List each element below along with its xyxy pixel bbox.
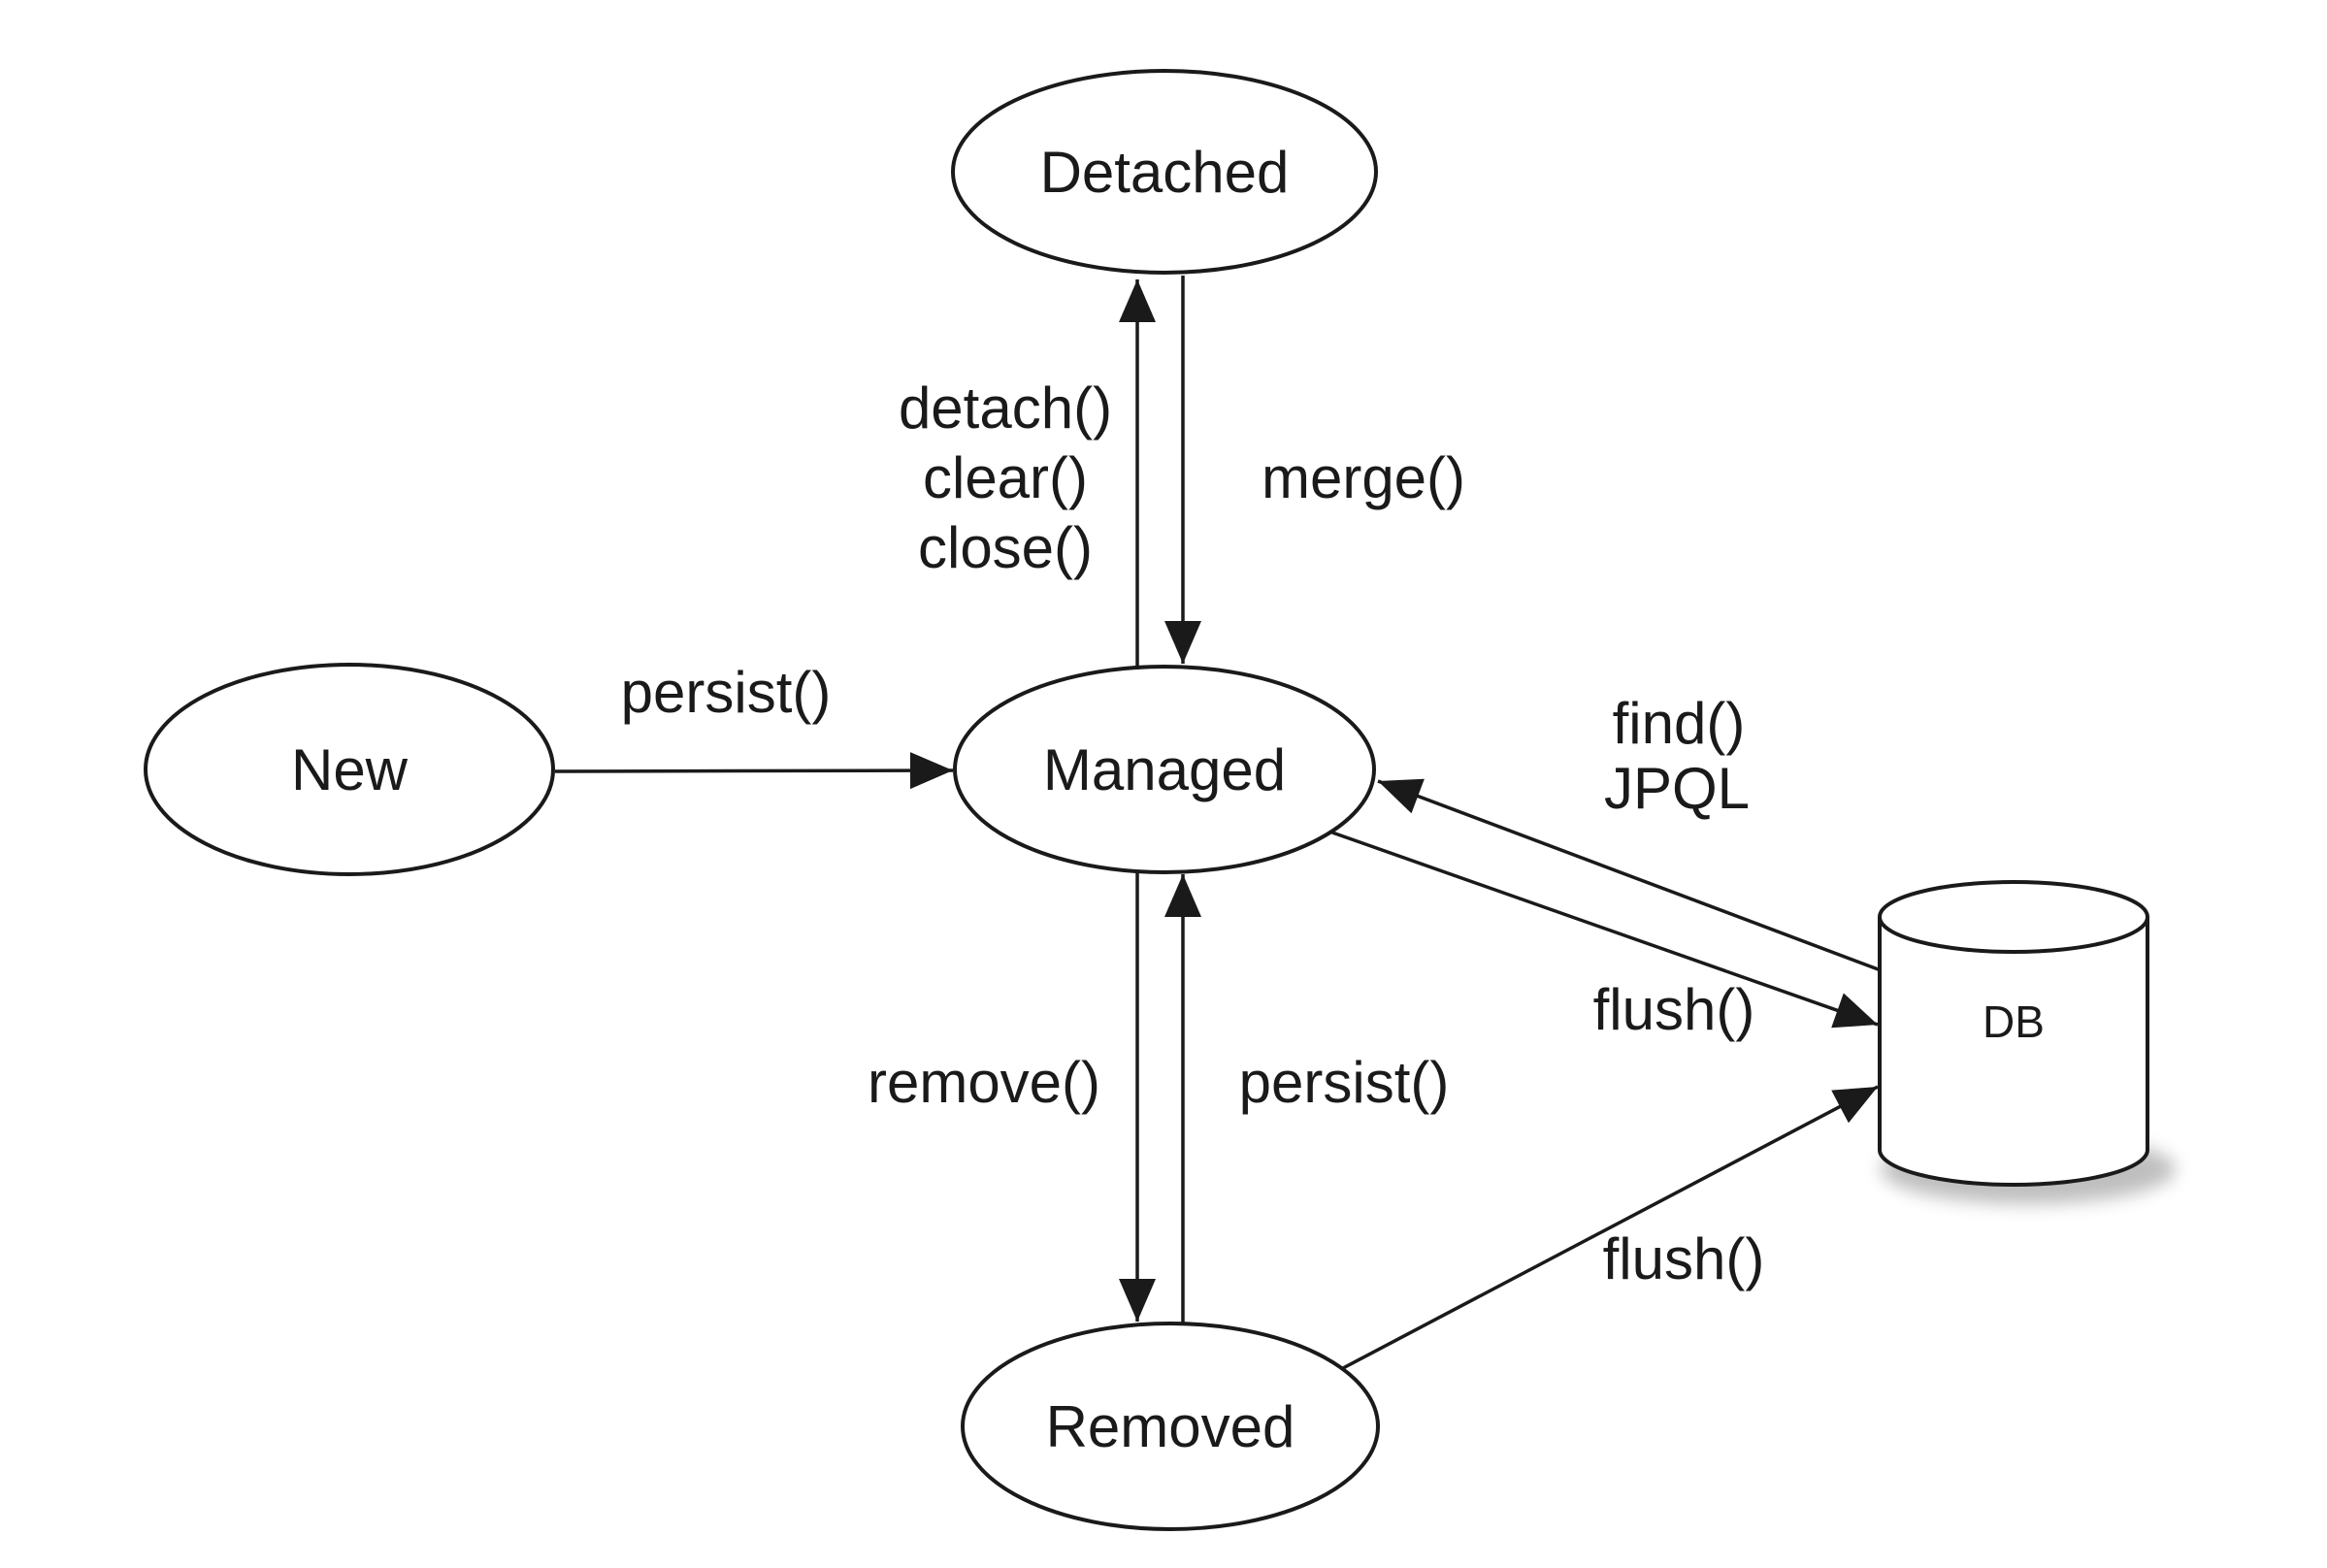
state-node-detached [951, 69, 1378, 275]
edge-label-merge: merge() [1262, 445, 1465, 510]
edge-label-close: close() [918, 515, 1093, 580]
edge-label-jpql: JPQL [1604, 756, 1750, 821]
edge-label-persist-new: persist() [621, 660, 832, 725]
state-node-removed [961, 1322, 1380, 1531]
state-node-new [144, 663, 555, 876]
edge-managed-to-db [1331, 831, 1879, 1029]
edge-new-to-managed [554, 752, 954, 790]
state-label-new: New [291, 737, 409, 802]
edge-label-detach: detach() [899, 376, 1112, 441]
edge-label-flush-removed: flush() [1603, 1226, 1765, 1291]
edge-label-persist-removed: persist() [1239, 1050, 1450, 1115]
edge-label-flush-managed: flush() [1593, 977, 1755, 1042]
edge-db-to-managed [1377, 778, 1882, 972]
db-cylinder-body [1878, 917, 2149, 1187]
state-label-managed: Managed [1043, 737, 1286, 802]
state-node-managed [953, 665, 1376, 874]
state-label-detached: Detached [1040, 140, 1290, 205]
edge-label-remove: remove() [868, 1050, 1100, 1115]
edge-removed-to-db [1342, 1085, 1879, 1370]
db-node [1878, 880, 2149, 1187]
state-label-removed: Removed [1046, 1394, 1295, 1459]
db-cylinder-top [1878, 880, 2149, 954]
edge-label-find: find() [1613, 691, 1746, 756]
edge-label-clear: clear() [923, 445, 1088, 510]
db-label: DB [1983, 996, 2045, 1047]
